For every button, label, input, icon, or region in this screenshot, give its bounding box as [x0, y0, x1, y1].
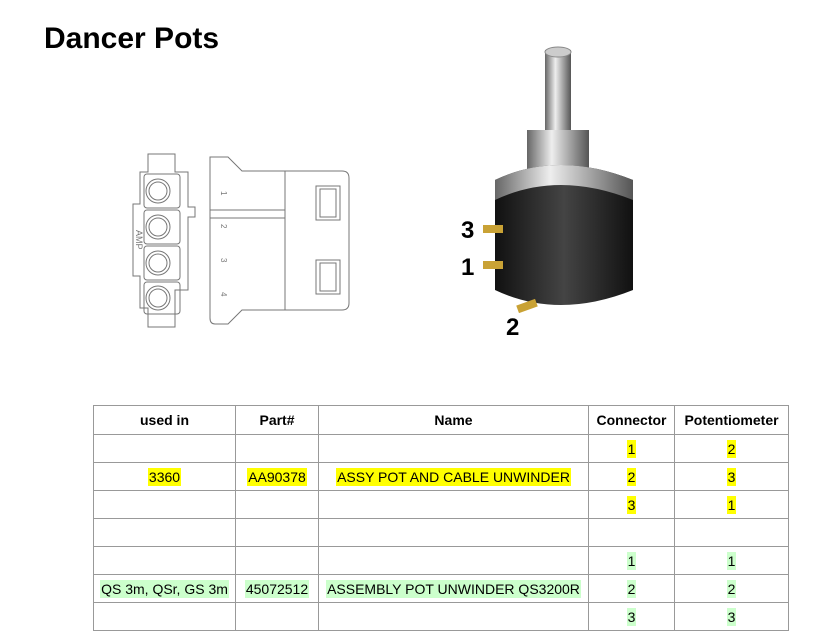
part-number-value [276, 524, 278, 542]
cell-part-number [235, 434, 319, 463]
cell-part-number [235, 490, 319, 519]
cell-connector-pin [588, 518, 675, 547]
name-value [453, 440, 455, 458]
potentiometer-pin-value: 3 [726, 467, 737, 486]
cell-name [318, 434, 589, 463]
cell-potentiometer-pin: 2 [674, 434, 789, 463]
cell-connector-pin: 1 [588, 546, 675, 575]
part-number-value: 45072512 [244, 579, 310, 598]
cell-connector-pin: 1 [588, 434, 675, 463]
potentiometer-pin-value [731, 524, 733, 542]
name-value [453, 496, 455, 514]
header-used-in: used in [93, 405, 236, 435]
part-number-value [276, 552, 278, 570]
cell-part-number [235, 518, 319, 547]
name-value [453, 552, 455, 570]
used-in-value [164, 496, 166, 514]
pot-pin-label: 3 [461, 217, 475, 244]
cell-used-in [93, 490, 236, 519]
connector-pin-value: 3 [626, 607, 637, 626]
used-in-value [164, 440, 166, 458]
cell-name [318, 490, 589, 519]
name-value [453, 608, 455, 626]
potentiometer-pin-value: 2 [726, 439, 737, 458]
cell-used-in: QS 3m, QSr, GS 3m [93, 574, 236, 603]
cell-name [318, 546, 589, 575]
cell-used-in [93, 546, 236, 575]
header-connector: Connector [588, 405, 675, 435]
name-value: ASSY POT AND CABLE UNWINDER [336, 467, 571, 486]
used-in-value: 3360 [147, 467, 182, 486]
pin-number: 1 [219, 191, 228, 196]
part-number-value: AA90378 [247, 467, 307, 486]
cell-connector-pin: 3 [588, 602, 675, 631]
connector-pin-value: 2 [626, 579, 637, 598]
part-number-value [276, 440, 278, 458]
cell-connector-pin: 2 [588, 574, 675, 603]
table-row: 3360 AA90378 ASSY POT AND CABLE UNWINDER 2 3 [93, 462, 789, 491]
amp-logo: AMP [134, 230, 144, 250]
part-number-value [276, 608, 278, 626]
cell-connector-pin: 2 [588, 462, 675, 491]
potentiometer-pin-value: 2 [726, 579, 737, 598]
pin-number: 3 [219, 258, 228, 263]
used-in-value [164, 524, 166, 542]
pot-pin-label: 1 [461, 254, 475, 281]
name-value: ASSEMBLY POT UNWINDER QS3200R [326, 579, 581, 598]
table-row [93, 518, 789, 547]
cell-name [318, 518, 589, 547]
cell-used-in [93, 518, 236, 547]
used-in-value [164, 552, 166, 570]
table-row: QS 3m, QSr, GS 3m 45072512 ASSEMBLY POT UN… [93, 574, 789, 603]
page-title: Dancer Pots [44, 22, 220, 55]
potentiometer-pin-value: 1 [726, 495, 737, 514]
part-number-value [276, 496, 278, 514]
cell-name: ASSY POT AND CABLE UNWINDER [318, 462, 589, 491]
cell-name: ASSEMBLY POT UNWINDER QS3200R [318, 574, 589, 603]
cell-potentiometer-pin: 3 [674, 602, 789, 631]
connector-pin-value: 1 [626, 439, 637, 458]
cell-connector-pin: 3 [588, 490, 675, 519]
connector-cavities [143, 173, 181, 315]
cell-potentiometer-pin: 2 [674, 574, 789, 603]
cell-used-in [93, 602, 236, 631]
cell-part-number [235, 546, 319, 575]
connector-pin-value: 3 [626, 495, 637, 514]
cell-used-in [93, 434, 236, 463]
header-name: Name [318, 405, 589, 435]
header-potentiometer: Potentiometer [674, 405, 789, 435]
header-part: Part# [235, 405, 319, 435]
cell-name [318, 602, 589, 631]
amp-connector-drawing: AMP 1 2 3 4 [132, 153, 350, 328]
potentiometer-photo [483, 46, 633, 314]
cell-part-number [235, 602, 319, 631]
used-in-value [164, 608, 166, 626]
cell-used-in: 3360 [93, 462, 236, 491]
cell-potentiometer-pin: 1 [674, 546, 789, 575]
pot-pin-label: 2 [506, 314, 520, 341]
connector-pin-value [631, 524, 633, 542]
name-value [453, 524, 455, 542]
connector-pin-value: 2 [626, 467, 637, 486]
cell-part-number: 45072512 [235, 574, 319, 603]
cell-potentiometer-pin [674, 518, 789, 547]
dancer-pots-table: used in Part# Name Connector Potentiomet… [93, 405, 789, 631]
potentiometer-pin-value: 3 [726, 607, 737, 626]
cell-part-number: AA90378 [235, 462, 319, 491]
cell-potentiometer-pin: 1 [674, 490, 789, 519]
table-header-row: used in Part# Name Connector Potentiomet… [93, 405, 789, 435]
pin-number: 4 [219, 292, 228, 297]
pin-number: 2 [219, 224, 228, 229]
used-in-value: QS 3m, QSr, GS 3m [100, 579, 229, 598]
cell-potentiometer-pin: 3 [674, 462, 789, 491]
potentiometer-pin-value: 1 [726, 551, 737, 570]
connector-pin-value: 1 [626, 551, 637, 570]
